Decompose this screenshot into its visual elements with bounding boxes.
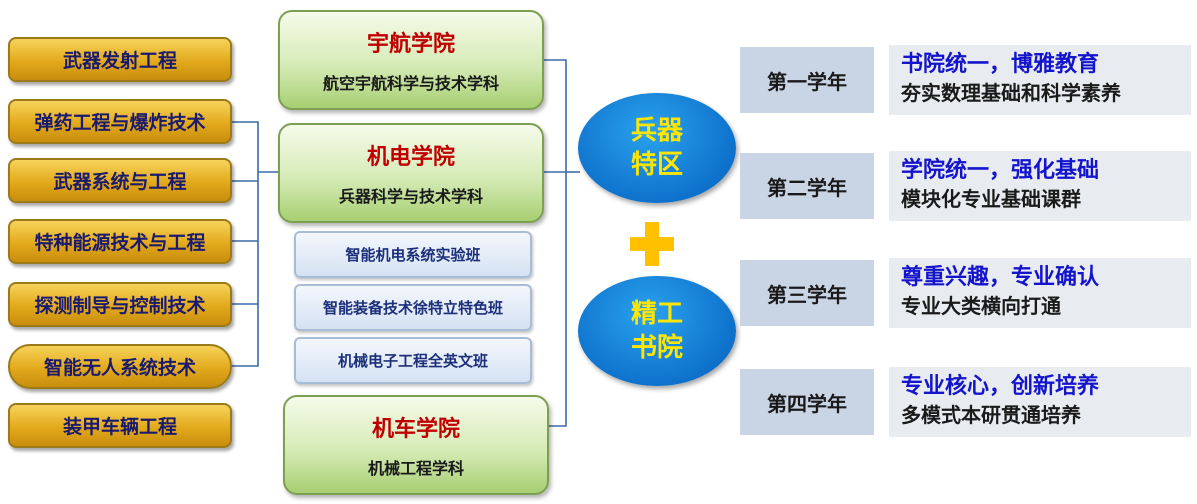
year-detail: 夯实数理基础和科学素养	[901, 81, 1121, 105]
year-label: 第三学年	[767, 282, 847, 307]
major-box: 武器发射工程	[8, 37, 232, 82]
year-focus: 专业核心，创新培养	[901, 374, 1100, 399]
year-label: 第二学年	[767, 175, 847, 200]
year-description-box: 专业核心，创新培养 多模式本研贯通培养	[889, 367, 1191, 437]
major-label: 特种能源技术与工程	[34, 232, 206, 254]
college-name: 机电学院	[366, 145, 455, 170]
class-label: 智能机电系统实验班	[345, 246, 481, 264]
major-label: 探测制导与控制技术	[34, 295, 206, 317]
college-discipline: 机械工程学科	[367, 459, 464, 478]
major-box: 武器系统与工程	[8, 158, 232, 203]
college-name: 机车学院	[371, 417, 460, 442]
major-box: 特种能源技术与工程	[8, 219, 232, 264]
major-box: 智能无人系统技术	[8, 344, 232, 389]
college-right-bracket	[544, 59, 567, 427]
year-detail: 多模式本研贯通培养	[901, 403, 1081, 427]
college-discipline: 兵器科学与技术学科	[338, 187, 483, 206]
year-label: 第四学年	[767, 391, 847, 416]
year-label-box: 第一学年	[740, 47, 874, 113]
major-box: 探测制导与控制技术	[8, 282, 232, 327]
bracket-connector	[232, 121, 259, 367]
major-label: 装甲车辆工程	[62, 416, 177, 438]
class-box: 机械电子工程全英文班	[294, 337, 532, 384]
year-detail: 模块化专业基础课群	[901, 187, 1081, 211]
weapon-zone-circle: 兵器 特区	[578, 93, 736, 203]
major-label: 武器发射工程	[62, 50, 177, 72]
major-box: 弹药工程与爆炸技术	[8, 99, 232, 144]
class-box: 智能机电系统实验班	[294, 231, 532, 278]
college-box-jidian: 机电学院 兵器科学与技术学科	[278, 123, 544, 223]
class-box: 智能装备技术徐特立特色班	[294, 284, 532, 331]
major-label: 武器系统与工程	[53, 171, 187, 193]
year-detail: 专业大类横向打通	[901, 294, 1061, 318]
year-label: 第一学年	[767, 69, 847, 94]
year-description-box: 学院统一，强化基础 模块化专业基础课群	[889, 151, 1191, 221]
college-box-jiche: 机车学院 机械工程学科	[283, 395, 549, 495]
year-description-box: 尊重兴趣，专业确认 专业大类横向打通	[889, 258, 1191, 328]
class-label: 机械电子工程全英文班	[337, 352, 488, 370]
jinggong-academy-circle: 精工 书院	[578, 276, 736, 386]
college-box-yuhang: 宇航学院 航空宇航科学与技术学科	[278, 10, 544, 110]
year-focus: 尊重兴趣，专业确认	[901, 265, 1100, 290]
year-label-box: 第四学年	[740, 369, 874, 435]
major-box: 装甲车辆工程	[8, 403, 232, 448]
year-label-box: 第二学年	[740, 153, 874, 219]
plus-icon	[630, 222, 674, 266]
college-discipline: 航空宇航科学与技术学科	[322, 74, 499, 93]
year-description-box: 书院统一，博雅教育 夯实数理基础和科学素养	[889, 45, 1191, 115]
circle-line: 精工	[630, 299, 683, 329]
year-focus: 学院统一，强化基础	[901, 158, 1100, 183]
year-focus: 书院统一，博雅教育	[901, 52, 1100, 77]
circle-line: 特区	[630, 150, 683, 180]
circle-line: 兵器	[630, 116, 683, 146]
circle-line: 书院	[630, 333, 683, 363]
college-name: 宇航学院	[366, 32, 455, 57]
major-label: 弹药工程与爆炸技术	[34, 112, 206, 134]
major-label: 智能无人系统技术	[43, 357, 196, 379]
class-label: 智能装备技术徐特立特色班	[322, 299, 503, 317]
year-label-box: 第三学年	[740, 260, 874, 326]
